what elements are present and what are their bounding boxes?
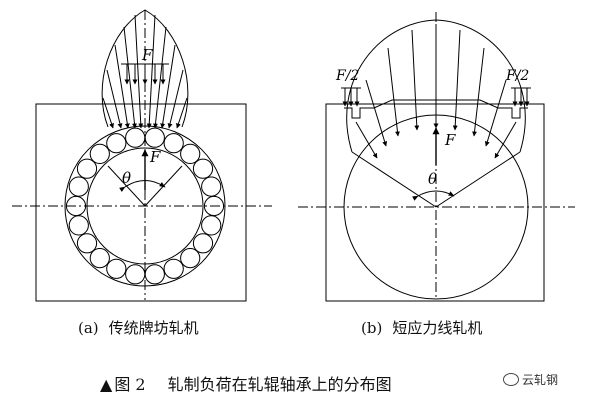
roller xyxy=(106,258,127,279)
roller xyxy=(76,158,98,179)
roller xyxy=(65,195,87,217)
roller xyxy=(201,176,222,197)
bearing-outer-ring-a xyxy=(64,125,226,287)
figure-caption: ▲图 2 轧制负荷在轧辊轴承上的分布图 xyxy=(100,371,392,395)
half-force-left-b xyxy=(341,87,361,107)
half-force-label-left-b: F/2 xyxy=(335,68,359,84)
load-arrows-b xyxy=(355,24,517,159)
roller xyxy=(68,215,89,236)
roller xyxy=(89,248,110,269)
reaction-label-a: F xyxy=(149,148,161,166)
roller xyxy=(76,233,98,254)
housing-a xyxy=(35,103,247,302)
angle-label-a: θ xyxy=(122,169,131,187)
wechat-icon xyxy=(503,373,519,386)
panel-b-caption: (b) 短应力线轧机 xyxy=(361,317,482,338)
roller xyxy=(203,195,225,217)
roller xyxy=(163,258,184,279)
angle-ray-left-b xyxy=(351,151,437,208)
roller xyxy=(192,233,214,254)
half-force-label-right-b: F/2 xyxy=(505,68,529,84)
roller xyxy=(163,133,184,154)
roller xyxy=(144,264,165,285)
angle-arc-a xyxy=(119,180,166,192)
watermark-text: 云轧钢 xyxy=(522,373,559,387)
roller xyxy=(192,158,214,179)
angle-arc-b xyxy=(412,190,455,201)
roller xyxy=(125,264,146,285)
panel-b-title: 短应力线轧机 xyxy=(392,319,483,337)
roller xyxy=(144,127,165,148)
bearing-inner-ring-a xyxy=(86,147,204,265)
panel-a xyxy=(12,9,272,302)
panel-a-title: 传统牌坊轧机 xyxy=(108,319,199,337)
caption-marker: ▲ xyxy=(100,375,113,394)
panel-b xyxy=(298,12,575,302)
panel-b-tag: (b) xyxy=(361,319,383,337)
half-force-right-b xyxy=(511,87,531,107)
watermark: 云轧钢 xyxy=(503,371,558,388)
reaction-label-b: F xyxy=(444,131,456,149)
angle-ray-right-b xyxy=(435,151,521,208)
roller xyxy=(180,143,201,164)
applied-force-a xyxy=(121,63,169,85)
roller xyxy=(125,127,146,148)
load-arrows-a xyxy=(102,14,188,129)
roller xyxy=(180,248,201,269)
roller xyxy=(89,143,110,164)
roller xyxy=(201,215,222,236)
caption-text: 轧制负荷在轧辊轴承上的分布图 xyxy=(167,375,392,394)
load-envelope-a xyxy=(101,9,189,128)
housing-b xyxy=(325,103,545,302)
panel-a-tag: (a) xyxy=(78,319,99,337)
roller xyxy=(106,133,127,154)
panel-a-caption: (a) 传统牌坊轧机 xyxy=(78,317,199,338)
caption-number: 图 2 xyxy=(114,375,146,394)
angle-label-b: θ xyxy=(428,170,437,188)
force-label-a: F xyxy=(141,46,153,64)
rollers-a xyxy=(65,127,225,285)
roller xyxy=(68,176,89,197)
